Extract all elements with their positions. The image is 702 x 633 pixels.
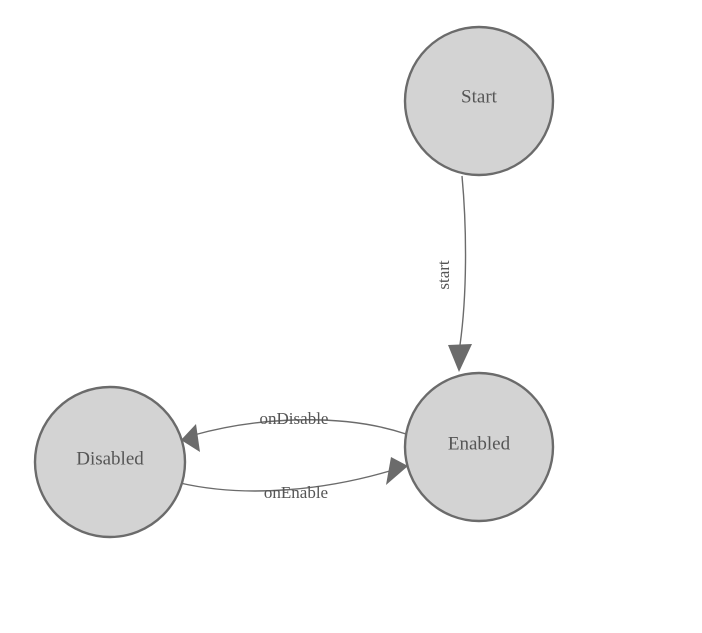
node-enabled-circle[interactable] [403, 371, 555, 523]
edge-on-enable-path [179, 469, 394, 492]
edge-start-arrowhead-icon [448, 344, 472, 372]
nodes-layer: Start Enabled Disabled [33, 25, 555, 539]
edge-on-enable[interactable]: onEnable [179, 457, 408, 502]
edge-on-enable-label: onEnable [264, 483, 328, 502]
edge-on-disable-path [193, 419, 407, 436]
node-start-label: Start [461, 86, 498, 107]
node-enabled[interactable]: Enabled [403, 371, 555, 523]
node-disabled-circle[interactable] [33, 385, 187, 539]
edge-start[interactable]: start [434, 175, 472, 372]
edge-start-label: start [434, 260, 453, 290]
node-disabled[interactable]: Disabled [33, 385, 187, 539]
edge-start-path [459, 175, 467, 346]
edge-on-enable-arrowhead-icon [386, 457, 408, 485]
edge-on-disable-arrowhead-icon [181, 424, 200, 452]
edge-on-disable[interactable]: onDisable [181, 409, 407, 452]
edge-on-disable-label: onDisable [260, 409, 329, 428]
node-start-circle[interactable] [403, 25, 555, 177]
node-start[interactable]: Start [403, 25, 555, 177]
node-enabled-label: Enabled [448, 433, 511, 454]
edges-layer: start onDisable onEnable [179, 175, 472, 502]
node-disabled-label: Disabled [76, 448, 144, 469]
